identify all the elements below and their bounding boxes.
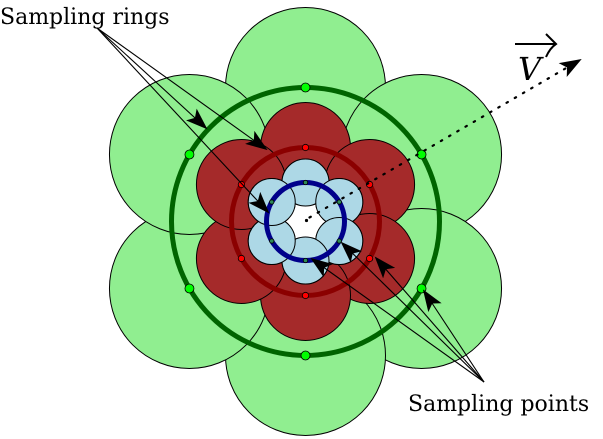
inner-sampling-point (269, 238, 275, 244)
annotation-arrows (96, 27, 485, 383)
inner-sampling-point (336, 238, 342, 244)
sampling-points (184, 82, 427, 361)
sampling-points-label: Sampling points (408, 392, 589, 417)
middle-sampling-point (301, 143, 310, 152)
vector-arrow-head (545, 33, 558, 58)
rings-pointer-arrow (96, 27, 270, 214)
outer-sampling-point (300, 350, 311, 361)
middle-sampling-point (237, 254, 246, 263)
inner-sampling-point (269, 199, 275, 205)
inner-sampling-point (336, 199, 342, 205)
velocity-vector (304, 58, 582, 223)
inner-sampling-point (302, 257, 309, 264)
vector-v-label: V (515, 33, 558, 88)
inner-sampling-point (302, 179, 309, 186)
rings-pointer-arrow (96, 27, 268, 151)
outer-sampling-point (184, 283, 195, 294)
svg-text:V: V (518, 50, 544, 88)
sampling-rings-label: Sampling rings (0, 5, 170, 30)
points-pointer-arrow (310, 257, 485, 383)
middle-sampling-point (301, 291, 310, 300)
points-pointer-arrow (422, 289, 485, 383)
middle-sampling-point (365, 254, 374, 263)
points-pointer-arrow (340, 241, 485, 383)
center-dot (304, 218, 309, 223)
outer-sampling-point (300, 82, 311, 93)
middle-sampling-point (237, 180, 246, 189)
points-pointer-arrow (374, 256, 485, 383)
outer-sampling-point (184, 149, 195, 160)
rings-pointer-arrow (96, 27, 208, 130)
